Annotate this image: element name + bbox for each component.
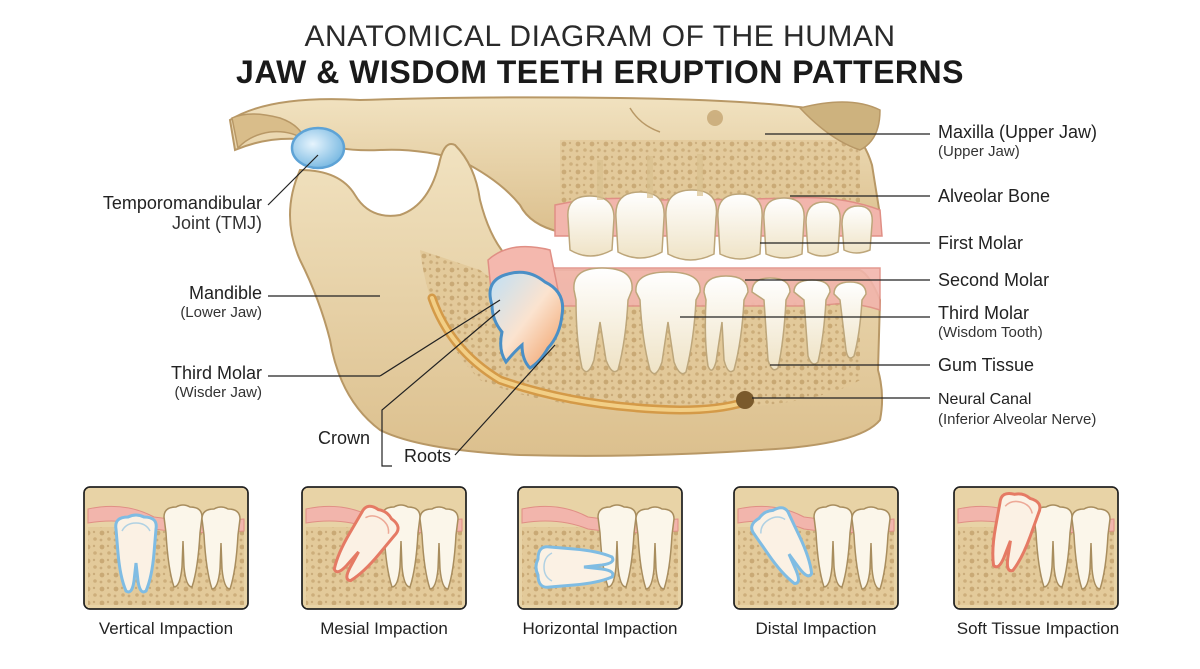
title-line-2: JAW & WISDOM TEETH ERUPTION PATTERNS (236, 54, 964, 90)
label-neural-canal: Neural Canal (Inferior Alveolar Nerve) (938, 390, 1096, 430)
caption-horizontal: Horizontal Impaction (522, 619, 678, 638)
label-third-molar-left-main: Third Molar (170, 363, 262, 383)
lower-teeth (573, 267, 867, 375)
impaction-panel-horizontal (517, 486, 683, 610)
label-maxilla: Maxilla (Upper Jaw) (Upper Jaw) (938, 122, 1097, 162)
upper-teeth (567, 154, 873, 261)
caption-mesial: Mesial Impaction (320, 619, 448, 638)
caption-vertical: Vertical Impaction (98, 619, 234, 638)
label-crown: Crown (318, 428, 371, 448)
label-third-molar-right-main: Third Molar (938, 303, 1030, 323)
label-third-molar-left-sub: (Wisder Jaw) (174, 384, 262, 401)
label-mandible-sub: (Lower Jaw) (180, 304, 262, 321)
impaction-panel-distal (733, 486, 899, 610)
label-second-molar: Second Molar (938, 270, 1050, 290)
impaction-panel-mesial (301, 486, 467, 610)
tmj-joint (231, 113, 346, 170)
impaction-panel-soft-tissue (953, 486, 1119, 610)
impacted-wisdom-tooth (488, 270, 565, 370)
label-third-molar-right-sub: (Wisdom Tooth) (938, 324, 1043, 341)
label-tmj-main: Temporomandibular (102, 193, 262, 213)
label-neural-canal-main: Neural Canal (938, 391, 1032, 408)
label-neural-canal-sub: (Inferior Alveolar Nerve) (938, 411, 1097, 428)
label-roots: Roots (404, 446, 452, 466)
impaction-panels (83, 486, 1119, 610)
caption-distal: Distal Impaction (755, 619, 877, 638)
label-mandible-main: Mandible (188, 283, 262, 303)
label-maxilla-main: Maxilla (Upper Jaw) (938, 122, 1098, 142)
impaction-panel-vertical (83, 486, 249, 610)
label-gum-tissue: Gum Tissue (938, 355, 1035, 375)
title-line-1: ANATOMICAL DIAGRAM OF THE HUMAN (304, 20, 896, 53)
label-alveolar-bone: Alveolar Bone (938, 186, 1051, 206)
label-mandible: Mandible (Lower Jaw) (180, 283, 262, 323)
label-third-molar-right: Third Molar (Wisdom Tooth) (938, 303, 1043, 343)
label-third-molar-left: Third Molar (Wisder Jaw) (171, 363, 262, 403)
label-tmj-sub: Joint (TMJ) (172, 213, 262, 233)
caption-soft-tissue: Soft Tissue Impaction (956, 619, 1120, 638)
label-tmj: Temporomandibular Joint (TMJ) (103, 193, 262, 233)
leader-lines (267, 133, 930, 467)
label-maxilla-sub: (Upper Jaw) (938, 143, 1020, 160)
label-first-molar: First Molar (938, 233, 1023, 253)
